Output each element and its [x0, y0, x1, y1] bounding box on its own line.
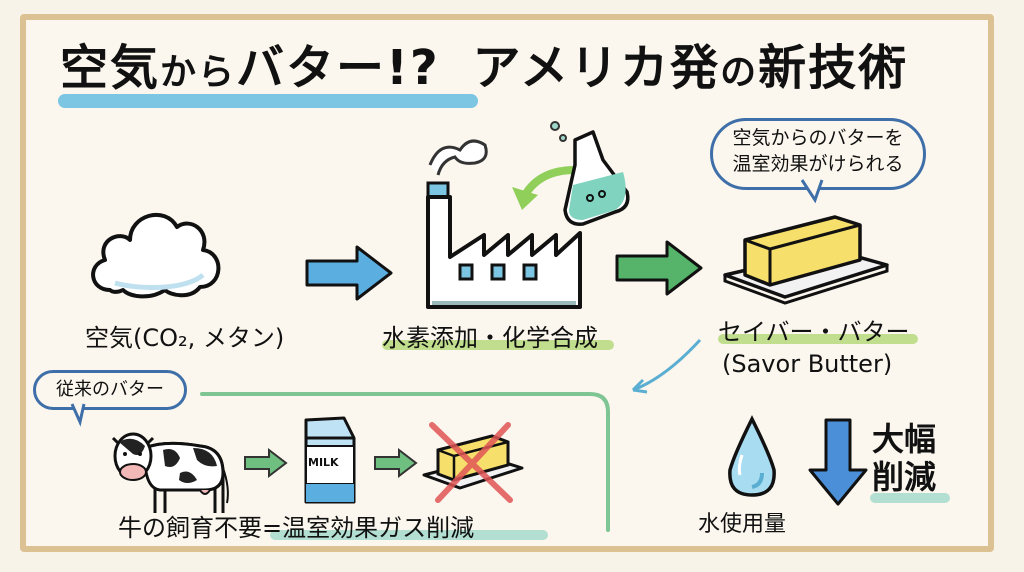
title-part: バター!?: [236, 40, 440, 96]
butter-speech-bubble: 空気からのバターを 温室効果がけられる: [710, 118, 926, 190]
result-highlight: [870, 493, 950, 503]
result-text: 大幅: [872, 420, 937, 458]
traditional-summary: 牛の飼育不要=温室効果ガス削減: [118, 514, 475, 542]
title-highlight: [58, 94, 478, 108]
butter-sublabel: (Savor Butter): [722, 350, 893, 378]
water-label: 水使用量: [698, 512, 787, 537]
down-arrow-icon: [808, 418, 868, 506]
water-result: 大幅 削減: [872, 420, 936, 496]
title-part: 空気: [60, 40, 161, 96]
air-label: 空気(CO₂, メタン): [85, 324, 285, 352]
cow-icon: [111, 432, 229, 513]
crossed-butter-icon: [422, 422, 524, 503]
summary-highlight: [270, 530, 548, 540]
arrow-right-icon: [374, 447, 418, 479]
butter-label-highlight: [718, 334, 918, 344]
arrow-right-icon: [615, 240, 703, 296]
bubble-text: 空気からのバターを: [732, 127, 904, 149]
title-part: アメリカ発: [472, 40, 721, 96]
bubble-tail: [70, 403, 86, 427]
diagonal-arrow-icon: [631, 338, 702, 394]
factory-label-highlight: [382, 340, 614, 350]
water-drop-icon: [728, 415, 776, 497]
factory-label: 水素添加・化学合成: [382, 324, 598, 352]
cloud-icon: [91, 212, 221, 299]
bubble-text: 温室効果がけられる: [732, 153, 904, 175]
arrow-right-icon: [244, 447, 288, 479]
traditional-speech-bubble: 従来のバター: [33, 370, 187, 410]
title-part: 新技術: [758, 40, 909, 96]
section-divider: [200, 392, 610, 532]
bubble-tail: [800, 179, 824, 204]
page-title: 空気からバター!? アメリカ発の新技術: [60, 28, 908, 98]
flask-icon: [550, 121, 630, 226]
butter-icon: [723, 215, 889, 305]
milk-label: MILK: [308, 456, 339, 469]
title-part: から: [160, 52, 237, 93]
arrow-right-icon: [305, 245, 393, 301]
result-text: 削減: [872, 458, 937, 496]
factory-icon: [426, 139, 582, 309]
curved-arrow-icon: [512, 166, 576, 210]
butter-label: セイバー・バター: [718, 318, 910, 346]
milk-carton-icon: MILK: [298, 410, 358, 505]
title-part: の: [720, 52, 759, 93]
